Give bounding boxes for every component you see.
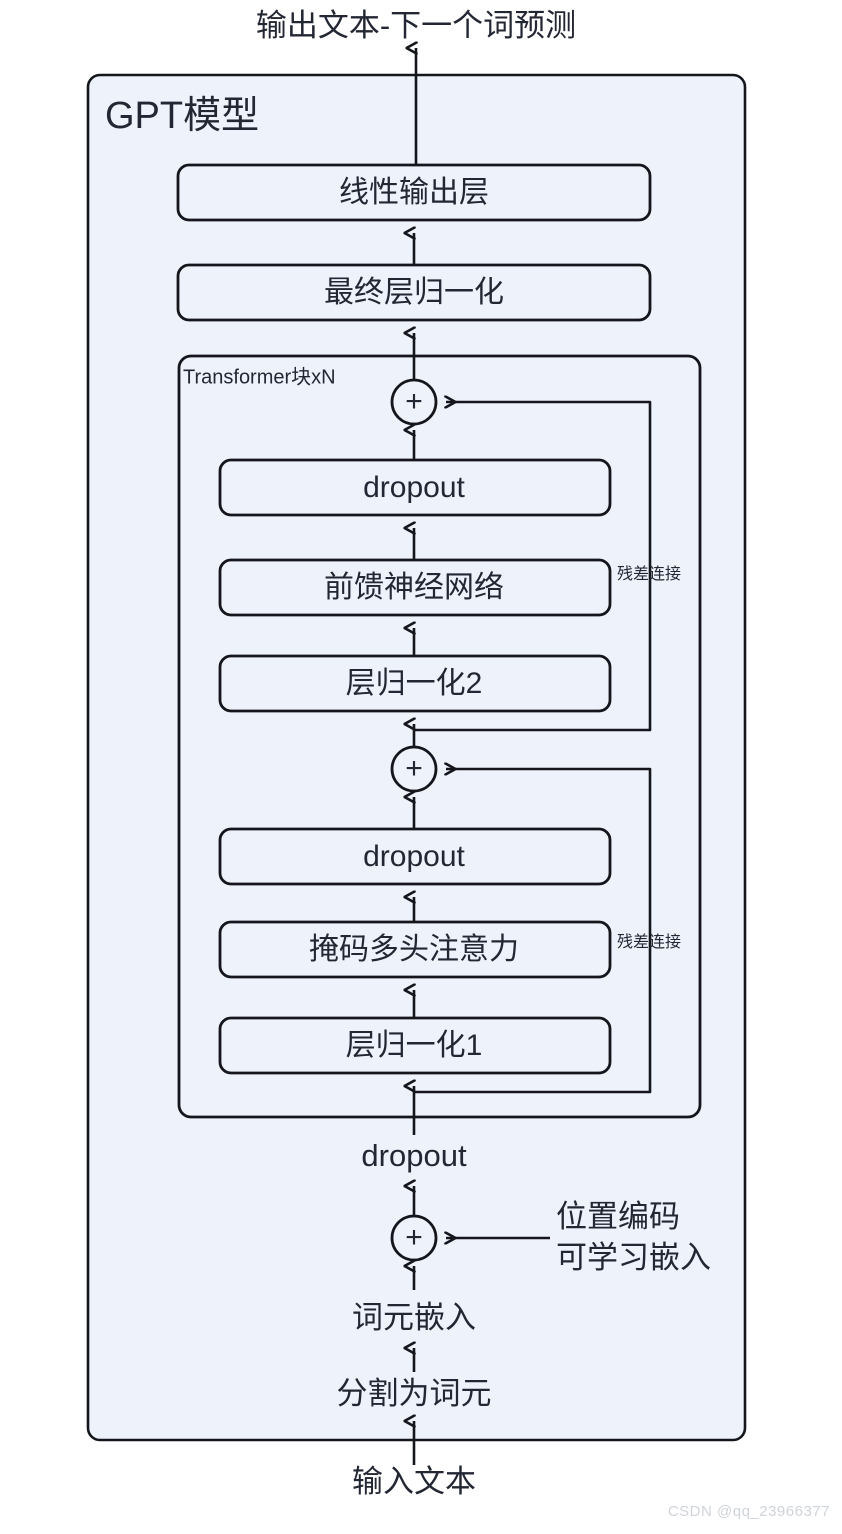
dropout-ffn-label: dropout — [363, 471, 465, 504]
masked-attention-label: 掩码多头注意力 — [309, 933, 519, 966]
residual-connection-path-1 — [414, 769, 652, 1094]
linear-output-box-fill — [178, 165, 650, 220]
embedding-add-plus: + — [405, 1221, 423, 1254]
residual-label-top: 残差连接 — [617, 565, 681, 583]
residual-label-bottom: 残差连接 — [617, 933, 681, 951]
dropout-attn-label: dropout — [363, 840, 465, 873]
final-layernorm-box[interactable] — [176, 263, 652, 322]
layernorm1-box-fill — [220, 1018, 610, 1073]
final-layernorm-label: 最终层归一化 — [324, 276, 504, 309]
residual-add-1-plus: + — [405, 752, 423, 785]
input-text-label: 输入文本 — [352, 1464, 476, 1499]
dropout-embed-label: dropout — [361, 1138, 467, 1173]
output-text-label: 输出文本-下一个词预测 — [256, 8, 576, 43]
feed-forward-label: 前馈神经网络 — [324, 571, 504, 604]
final-layernorm-box-fill — [178, 265, 650, 320]
dropout-attn-box[interactable] — [218, 827, 612, 886]
linear-output-label: 线性输出层 — [339, 176, 489, 209]
layernorm2-box[interactable] — [218, 654, 612, 713]
layernorm1-label: 层归一化1 — [346, 1029, 483, 1062]
layernorm2-label: 层归一化2 — [346, 667, 483, 700]
transformer-block-label: Transformer块xN — [183, 365, 336, 388]
residual-connection-path-2 — [414, 402, 652, 732]
feed-forward-box[interactable] — [218, 558, 612, 617]
layernorm1-box[interactable] — [218, 1016, 612, 1075]
linear-output-box[interactable] — [176, 163, 652, 222]
dropout-attn-box-fill — [220, 829, 610, 884]
layernorm2-box-fill — [220, 656, 610, 711]
tokenize-label: 分割为词元 — [337, 1376, 492, 1411]
masked-attention-box-fill — [220, 922, 610, 977]
pos-encoding-label-line2: 可学习嵌入 — [556, 1240, 711, 1275]
transformer-block-panel-border — [177, 354, 702, 1119]
token-embedding-label: 词元嵌入 — [352, 1300, 476, 1335]
masked-attention-box[interactable] — [218, 920, 612, 979]
page-title: GPT模型 — [105, 95, 259, 137]
pos-encoding-label-line1: 位置编码 — [556, 1199, 680, 1234]
feed-forward-box-fill — [220, 560, 610, 615]
dropout-ffn-box-fill — [220, 460, 610, 515]
residual-add-2-plus: + — [405, 385, 423, 418]
watermark-label: CSDN @qq_23966377 — [668, 1503, 830, 1520]
dropout-ffn-box[interactable] — [218, 458, 612, 517]
